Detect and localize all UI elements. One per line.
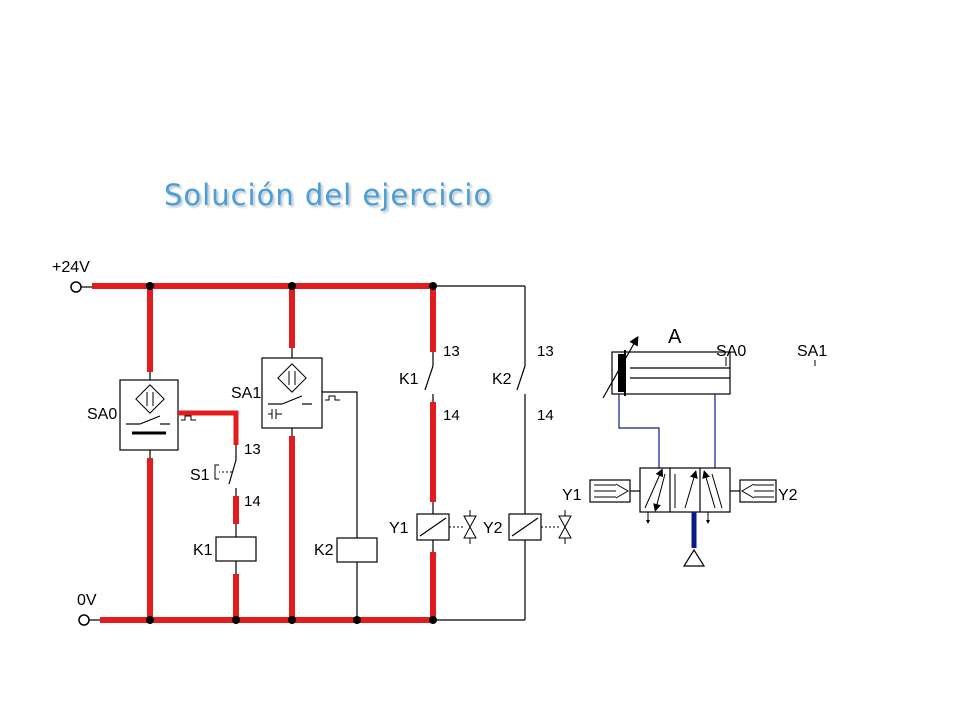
- y1-solenoid-branch: 13 14 K1 Y1: [389, 282, 477, 624]
- actuator-y2: [730, 479, 777, 503]
- label-k1-coil: K1: [193, 542, 213, 559]
- valve-5-2: [639, 467, 731, 524]
- label-valve-y2: Y2: [778, 487, 798, 504]
- label-k2-14: 14: [537, 407, 554, 424]
- label-k2-coil: K2: [314, 542, 334, 559]
- label-sa1: SA1: [231, 385, 261, 402]
- label-s1: S1: [190, 467, 210, 484]
- label-24v: +24V: [52, 259, 90, 276]
- k1-coil: [215, 536, 257, 562]
- label-s1-13: 13: [244, 441, 261, 458]
- sensor-diamond-icon: [135, 384, 165, 414]
- pulse-icon: [325, 395, 340, 401]
- label-k2-contact: K2: [492, 371, 512, 388]
- label-s1-14: 14: [244, 493, 261, 510]
- label-sa0-position: SA0: [716, 343, 746, 360]
- sensor-diamond-icon: [277, 363, 307, 393]
- k2-coil: [336, 537, 378, 563]
- label-k1-contact: K1: [399, 371, 419, 388]
- label-cylinder-a: A: [668, 326, 682, 348]
- label-k2-13: 13: [537, 343, 554, 360]
- label-k1-13: 13: [443, 343, 460, 360]
- label-valve-y1: Y1: [562, 487, 582, 504]
- actuator-y1: [589, 479, 640, 503]
- label-y2: Y2: [483, 520, 503, 537]
- suppressor-icon: [558, 515, 572, 539]
- label-y1: Y1: [389, 520, 409, 537]
- suppressor-icon: [463, 515, 477, 539]
- sa1-sensor-branch: SA1 K2: [231, 282, 378, 624]
- pulse-icon: [181, 415, 196, 421]
- y2-solenoid-branch: 13 14 K2 Y2: [483, 286, 572, 620]
- sa0-sensor-branch: SA0: [87, 282, 196, 624]
- terminal-24v: [70, 281, 82, 293]
- k1-contact: [424, 365, 434, 391]
- label-k1-14: 14: [443, 407, 460, 424]
- cylinder-a: [611, 351, 731, 395]
- label-sa1-position: SA1: [797, 343, 827, 360]
- terminal-0v: [78, 614, 90, 626]
- pneumatic-circuit: A SA0 SA1: [562, 326, 827, 567]
- label-sa0: SA0: [87, 406, 117, 423]
- k1-relay-branch: 13 14 S1 K1: [178, 410, 261, 624]
- label-0v: 0V: [77, 592, 97, 609]
- adjust-arrow-icon: [602, 335, 639, 399]
- pressure-source-icon: [682, 548, 706, 567]
- k2-contact: [516, 365, 526, 391]
- page-title: Solución del ejercicio: [164, 178, 493, 212]
- s1-contact: [228, 459, 237, 485]
